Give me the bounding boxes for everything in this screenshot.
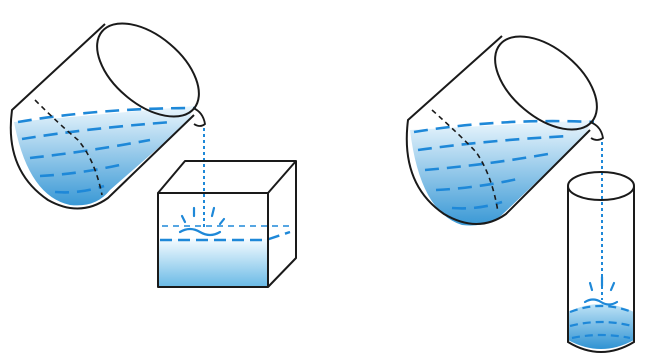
cylinder-water: [568, 304, 634, 349]
left-panel: [11, 5, 296, 287]
left-beaker: [11, 5, 216, 208]
cube-water-surface: [160, 232, 290, 240]
left-beaker-spout: [193, 108, 205, 126]
right-beaker-spout: [590, 122, 603, 140]
cylinder-splash: [585, 277, 617, 305]
cube-container: [158, 161, 296, 287]
cube-water: [158, 239, 268, 286]
right-beaker: [407, 18, 614, 225]
right-panel: [407, 18, 634, 352]
cube-splash: [180, 208, 224, 235]
